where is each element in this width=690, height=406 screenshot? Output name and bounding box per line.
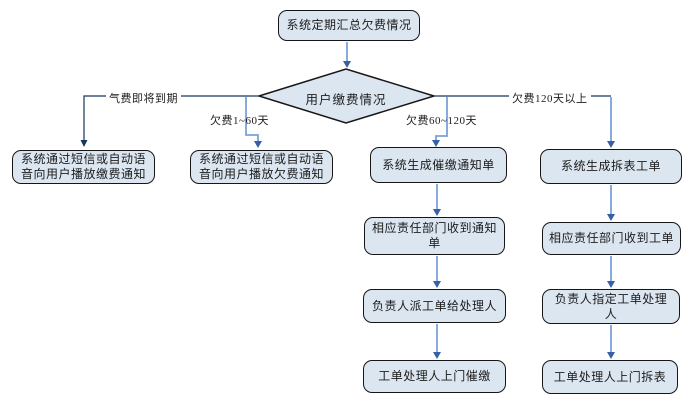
step-node-branch3-1: 系统生成催缴通知单: [370, 147, 507, 183]
arrowhead-branch-4: [607, 141, 615, 148]
connector-branch-3: [435, 97, 448, 140]
arrowhead-branch-1: [80, 140, 88, 147]
rail-branch-1: [83, 95, 259, 140]
branch-label-1: 气费即将到期: [106, 90, 181, 106]
step-node-branch3-4: 工单处理人上门催缴: [363, 360, 506, 393]
decision-label: 用户缴费情况: [305, 93, 387, 107]
step-node-branch3-3: 负责人派工单给处理人: [363, 289, 506, 323]
arrowhead-col3-step-2: [433, 281, 441, 288]
step-node-branch4-2: 相应责任部门收到工单: [542, 222, 681, 255]
branch-label-3: 欠费60~120天: [406, 115, 477, 127]
arrowhead-branch-3: [432, 140, 440, 147]
step-node-branch4-3: 负责人指定工单处理人: [542, 289, 680, 324]
arrowhead-col4-step-1: [607, 214, 615, 221]
step-node-branch3-2: 相应责任部门收到通知单: [364, 217, 505, 255]
arrowhead-col4-step-3: [607, 352, 615, 359]
arrowhead-col3-step-1: [433, 209, 441, 216]
branch-label-2: 欠费1~60天: [210, 115, 269, 127]
start-node: 系统定期汇总欠费情况: [278, 10, 420, 41]
branch-label-4: 欠费120天以上: [509, 90, 591, 106]
arrowhead-start-decision: [343, 61, 351, 68]
step-node-branch1-1: 系统通过短信或自动语音向用户播放缴费通知: [12, 150, 155, 184]
connector-branch-2: [245, 97, 259, 141]
step-node-branch2-1: 系统通过短信或自动语音向用户播放欠费通知: [190, 150, 333, 184]
step-node-branch4-1: 系统生成拆表工单: [540, 149, 682, 184]
step-node-branch4-4: 工单处理人上门拆表: [542, 360, 678, 394]
arrowhead-col3-step-3: [433, 352, 441, 359]
arrowhead-branch-2: [254, 141, 262, 148]
arrowhead-col4-step-2: [607, 281, 615, 288]
